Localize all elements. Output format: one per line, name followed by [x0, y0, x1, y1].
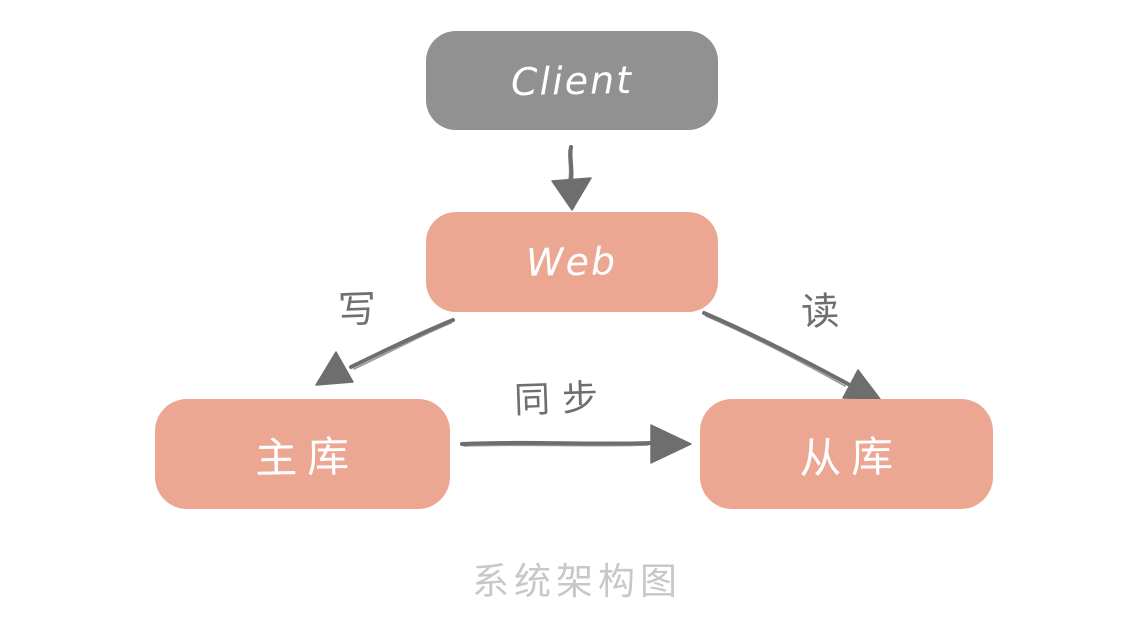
node-web: Web — [426, 212, 718, 312]
node-client: Client — [426, 31, 718, 130]
arrow-web-to-master — [315, 318, 455, 386]
arrow-web-to-slave — [702, 311, 881, 400]
node-slave-db-label: 从库 — [799, 431, 904, 483]
edge-label-read: 读 — [800, 288, 840, 335]
node-web-label: Web — [526, 239, 618, 285]
node-client-label: Client — [510, 57, 634, 104]
diagram-caption: 系统架构图 — [472, 560, 682, 603]
node-slave-db: 从库 — [700, 399, 993, 509]
arrow-master-to-slave — [460, 424, 692, 464]
edge-label-write: 写 — [337, 286, 377, 333]
node-master-db: 主库 — [155, 399, 450, 509]
node-master-db-label: 主库 — [255, 431, 360, 483]
arrow-client-to-web — [551, 145, 592, 211]
edge-label-sync: 同步 — [513, 377, 611, 422]
